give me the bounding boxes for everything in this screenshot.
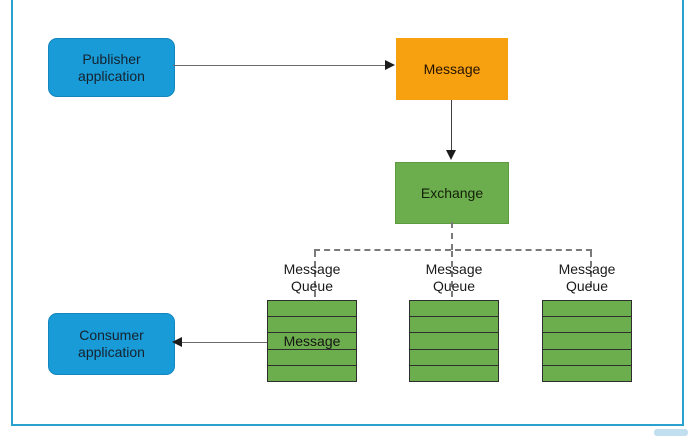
queue-row xyxy=(410,350,498,366)
queue-row xyxy=(543,333,631,350)
message-to-exchange-arrowhead-icon xyxy=(446,150,456,160)
queue-to-consumer-arrowhead-icon xyxy=(172,337,182,347)
dashed-drop-to-queue-3 xyxy=(590,251,592,287)
queue-row xyxy=(410,333,498,350)
queue-to-consumer-arrow-line xyxy=(182,342,267,343)
exchange-node: Exchange xyxy=(395,162,509,224)
message-node: Message xyxy=(396,38,508,100)
publisher-application-label: Publisher application xyxy=(78,50,145,84)
exchange-node-label: Exchange xyxy=(420,184,484,201)
message-queue-2 xyxy=(409,300,499,382)
message-queue-1-label: Message Queue xyxy=(283,261,341,294)
dashed-drop-to-queue-2 xyxy=(451,251,453,297)
queue-row xyxy=(268,317,356,334)
exchange-dashed-drop-line xyxy=(451,222,453,250)
queue-row xyxy=(543,366,631,381)
queue-row xyxy=(543,301,631,318)
consumer-application-node: Consumer application xyxy=(48,313,175,375)
consumer-application-label: Consumer application xyxy=(78,327,145,360)
queue-row xyxy=(268,301,356,318)
dashed-distribution-line xyxy=(314,249,592,251)
message-queue-3-label: Message Queue xyxy=(558,261,616,294)
queued-message-label: Message xyxy=(283,333,341,350)
queue-row xyxy=(268,366,356,381)
queue-row xyxy=(543,317,631,334)
publisher-to-message-arrow-line xyxy=(173,65,386,66)
publisher-to-message-arrowhead-icon xyxy=(385,60,395,70)
publisher-application-node: Publisher application xyxy=(48,38,175,97)
slide-border-frame xyxy=(11,0,684,426)
message-node-label: Message xyxy=(423,60,481,77)
message-queue-3 xyxy=(542,300,632,382)
queue-row xyxy=(268,350,356,366)
queue-row xyxy=(410,366,498,381)
queue-row xyxy=(410,301,498,318)
cursor-artifact xyxy=(654,429,688,436)
dashed-drop-to-queue-1 xyxy=(314,251,316,297)
message-to-exchange-arrow-line xyxy=(451,100,452,151)
message-queue-2-label: Message Queue xyxy=(425,261,483,294)
queue-row xyxy=(543,350,631,366)
queue-row xyxy=(410,317,498,334)
queue-row-message: Message xyxy=(268,333,356,350)
message-queue-1: Message xyxy=(267,300,357,382)
